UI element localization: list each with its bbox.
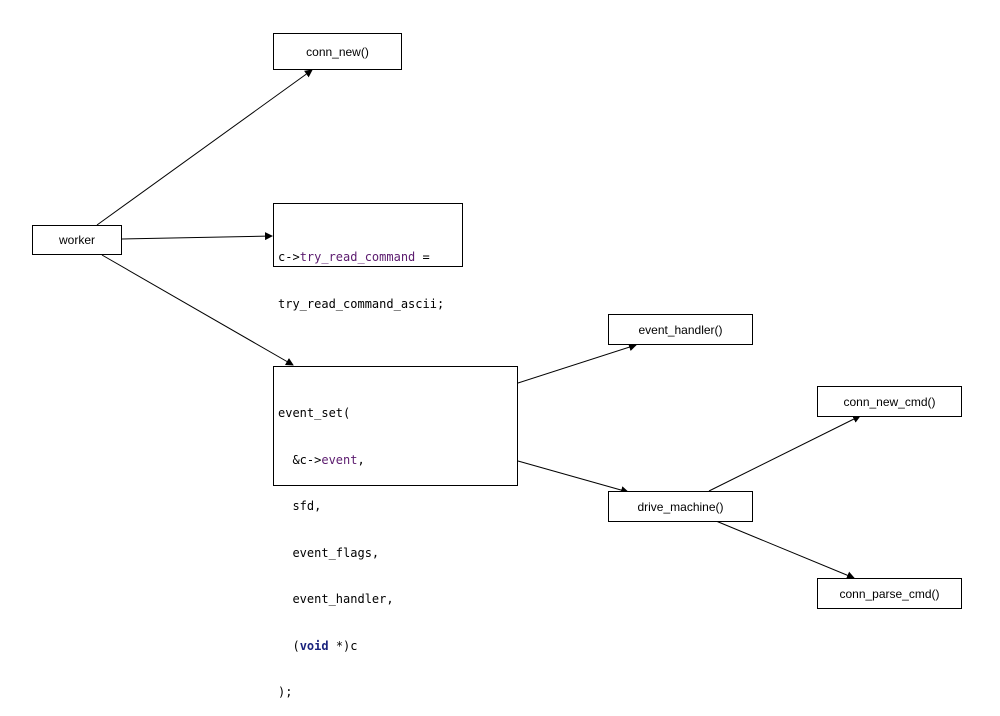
code-line: event_set( xyxy=(278,406,351,420)
code-line: sfd, xyxy=(278,499,322,513)
code-token: , xyxy=(357,452,365,467)
node-conn-new[interactable]: conn_new() xyxy=(273,33,402,70)
code-line: event_handler, xyxy=(278,592,394,606)
code-token: *)c xyxy=(328,638,358,653)
node-conn-new-cmd-label: conn_new_cmd() xyxy=(843,394,936,409)
node-drive-machine-label: drive_machine() xyxy=(637,499,724,514)
edge-worker-conn-new xyxy=(96,69,313,226)
node-conn-new-cmd[interactable]: conn_new_cmd() xyxy=(817,386,962,417)
code-line: c->try_read_command = xyxy=(278,250,458,266)
edge-drive-machine-conn-parse-cmd xyxy=(715,520,855,580)
node-worker-label: worker xyxy=(58,233,95,247)
node-conn-new-label: conn_new() xyxy=(306,44,369,59)
code-token: ( xyxy=(278,638,300,653)
code-field-token: try_read_command xyxy=(299,250,416,264)
code-line: try_read_command_ascii; xyxy=(278,296,445,311)
edge-event-set-drive-machine xyxy=(517,460,629,494)
code-line: (void *)c xyxy=(278,639,513,655)
node-drive-machine[interactable]: drive_machine() xyxy=(608,491,753,522)
code-line: event_flags, xyxy=(278,545,380,560)
code-line: &c->event, xyxy=(278,453,513,469)
code-token: = xyxy=(415,250,430,264)
edge-worker-event-set xyxy=(101,254,294,366)
code-keyword-token: void xyxy=(299,638,329,653)
code-line: ); xyxy=(278,685,293,699)
node-event-handler-label: event_handler() xyxy=(638,322,723,337)
edge-drive-machine-conn-new-cmd xyxy=(708,415,861,492)
node-try-read-command[interactable]: c->try_read_command = try_read_command_a… xyxy=(273,203,463,311)
code-token: &c-> xyxy=(278,452,322,467)
edge-event-set-event-handler xyxy=(517,343,637,384)
code-token: c-> xyxy=(278,250,300,264)
code-field-token: event xyxy=(321,452,358,467)
node-conn-parse-cmd[interactable]: conn_parse_cmd() xyxy=(817,578,962,609)
node-worker[interactable]: worker xyxy=(32,225,122,255)
node-event-handler[interactable]: event_handler() xyxy=(608,314,753,345)
edge-worker-try-read-command xyxy=(121,232,273,241)
edges-layer xyxy=(96,69,861,580)
node-conn-parse-cmd-label: conn_parse_cmd() xyxy=(839,586,940,601)
node-event-set[interactable]: event_set( &c->event, sfd, event_flags, … xyxy=(273,366,518,699)
